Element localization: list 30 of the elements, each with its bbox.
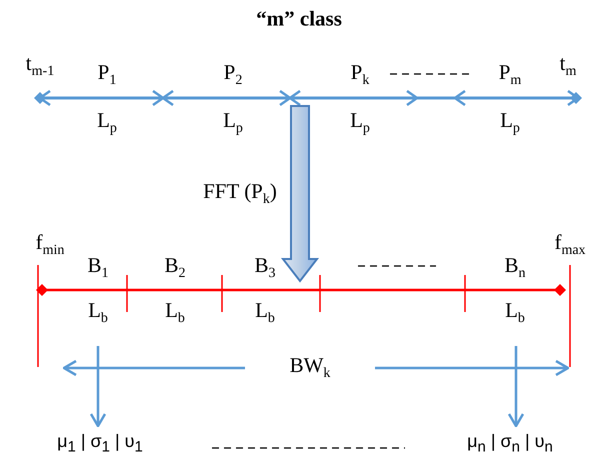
frequency-label: f$_{min}$ [36, 232, 64, 258]
time-label: t$_{m-1}$ [26, 52, 54, 80]
band-label: B$_{n}$ [504, 254, 526, 282]
bandwidth-label: BW$_{k}$ [290, 354, 330, 382]
arrow [508, 346, 524, 428]
period-line [34, 92, 582, 104]
length-label: L$_{p}$ [500, 110, 520, 136]
length-label: L$_{p}$ [350, 110, 370, 136]
length-label: L$_{p}$ [97, 110, 117, 136]
arrow [90, 346, 106, 428]
period-label: P$_{2}$ [224, 62, 242, 88]
result-label: μ$_{n}$ | σ$_{n}$ | υ$_{n}$ [466, 430, 554, 458]
edge-label: FFT (P$_{k}$) [203, 180, 277, 207]
period-label: P$_{1}$ [98, 62, 116, 88]
band-label: B$_{1}$ [88, 254, 108, 282]
frequency-label: f$_{max}$ [554, 232, 586, 258]
result-label: μ$_{1}$ | σ$_{1}$ | υ$_{1}$ [56, 430, 144, 458]
band-label: B$_{3}$ [254, 254, 276, 282]
length-label: L$_{b}$ [165, 300, 185, 326]
length-label: L$_{b}$ [255, 300, 275, 326]
title: “m” class [256, 8, 342, 30]
period-label: P$_{k}$ [350, 62, 370, 88]
time-label: t$_{m}$ [560, 52, 576, 80]
period-label: P$_{m}$ [498, 62, 522, 88]
block-arrow [280, 105, 320, 283]
length-label: L$_{b}$ [88, 300, 108, 326]
frequency-line [36, 283, 566, 297]
band-label: B$_{2}$ [164, 254, 186, 282]
length-label: L$_{p}$ [223, 110, 243, 136]
length-label: L$_{b}$ [505, 300, 525, 326]
